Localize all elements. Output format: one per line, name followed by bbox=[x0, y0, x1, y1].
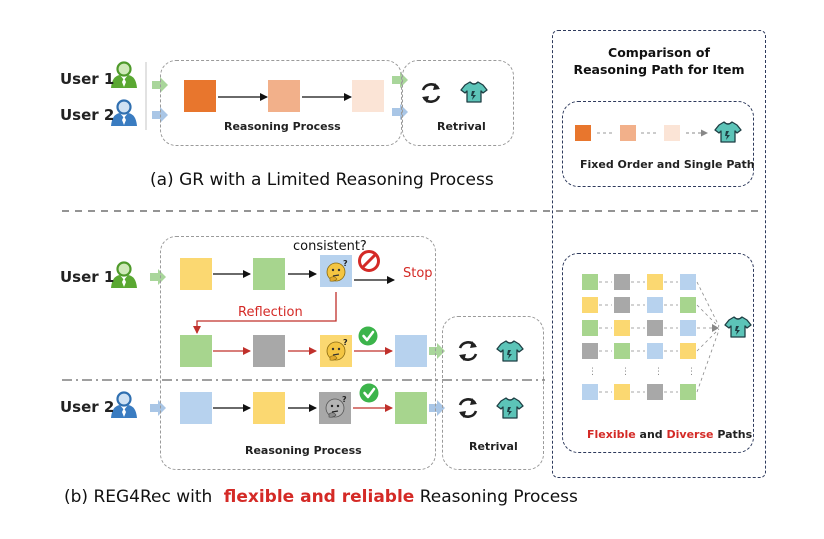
caption-b-suffix: Reasoning Process bbox=[419, 487, 578, 507]
panel-title-line1: Comparison of bbox=[608, 45, 710, 60]
user2-bottom-avatar-icon bbox=[109, 391, 139, 420]
row3-check-box bbox=[319, 392, 351, 424]
user1-top-avatar-icon bbox=[109, 61, 139, 90]
paths-word: Paths bbox=[713, 428, 753, 441]
reasoning-process-box-top bbox=[160, 60, 402, 146]
row3-step-yellow bbox=[253, 392, 285, 424]
reasoning-process-box-bottom bbox=[160, 236, 436, 470]
row2-step-gray bbox=[253, 335, 285, 367]
svg-text:⋮: ⋮ bbox=[654, 367, 663, 377]
reasoning-label-top: Reasoning Process bbox=[224, 120, 341, 133]
consistent-label: consistent? bbox=[293, 239, 367, 254]
diverse-word: Diverse bbox=[666, 428, 714, 441]
user1-bottom-avatar-icon bbox=[109, 261, 139, 290]
row2-check-box bbox=[320, 335, 352, 367]
caption-b-highlight: flexible and reliable bbox=[223, 487, 415, 507]
reflection-arrow bbox=[193, 292, 337, 334]
user2-top-label: User 2 bbox=[60, 106, 115, 124]
stop-label: Stop bbox=[403, 266, 433, 281]
caption-b: (b) REG4Rec with flexible and reliable R… bbox=[64, 487, 578, 507]
and-word: and bbox=[635, 428, 667, 441]
retrieval-box-bottom bbox=[442, 316, 544, 470]
retrieval-box-top bbox=[402, 60, 514, 146]
comparison-panel bbox=[552, 30, 766, 478]
user1-top-label: User 1 bbox=[60, 70, 115, 88]
row3-step-blue bbox=[180, 392, 212, 424]
row2-step-green bbox=[180, 335, 212, 367]
retrieval-label-top: Retrival bbox=[437, 120, 486, 133]
retrieval-label-bottom: Retrival bbox=[469, 440, 518, 453]
diverse-path-box bbox=[562, 253, 754, 453]
user1-bottom-label: User 1 bbox=[60, 268, 115, 286]
fixed-path-label: Fixed Order and Single Path bbox=[580, 158, 755, 171]
reasoning-step-1 bbox=[184, 80, 216, 112]
user2-bottom-label: User 2 bbox=[60, 398, 115, 416]
diverse-paths-connectors bbox=[599, 281, 720, 393]
panel-title-line2: Reasoning Path for Item bbox=[573, 62, 745, 77]
fixed-step-3 bbox=[664, 125, 680, 141]
fixed-step-1 bbox=[575, 125, 591, 141]
fixed-step-2 bbox=[620, 125, 636, 141]
reasoning-step-2 bbox=[268, 80, 300, 112]
reasoning-step-3 bbox=[352, 80, 384, 112]
caption-a: (a) GR with a Limited Reasoning Process bbox=[150, 170, 494, 190]
row2-step-blue bbox=[395, 335, 427, 367]
row1-step-green bbox=[253, 258, 285, 290]
ellipsis-dots: ⋮ ⋮ ⋮ ⋮ bbox=[588, 367, 696, 377]
flexible-word: Flexible bbox=[587, 428, 636, 441]
diverse-path-label: Flexible and Diverse Paths bbox=[587, 428, 752, 441]
caption-b-prefix: (b) REG4Rec with bbox=[64, 487, 213, 507]
reflection-label: Reflection bbox=[238, 305, 303, 320]
user2-top-avatar-icon bbox=[109, 99, 139, 128]
row1-step-yellow bbox=[180, 258, 212, 290]
svg-text:⋮: ⋮ bbox=[621, 367, 630, 377]
panel-title: Comparison of Reasoning Path for Item bbox=[556, 44, 762, 78]
svg-text:⋮: ⋮ bbox=[687, 367, 696, 377]
svg-text:⋮: ⋮ bbox=[588, 367, 597, 377]
fixed-path-box bbox=[562, 101, 754, 187]
reasoning-label-bottom: Reasoning Process bbox=[245, 444, 362, 457]
row1-check-box bbox=[320, 255, 352, 287]
row3-step-green bbox=[395, 392, 427, 424]
